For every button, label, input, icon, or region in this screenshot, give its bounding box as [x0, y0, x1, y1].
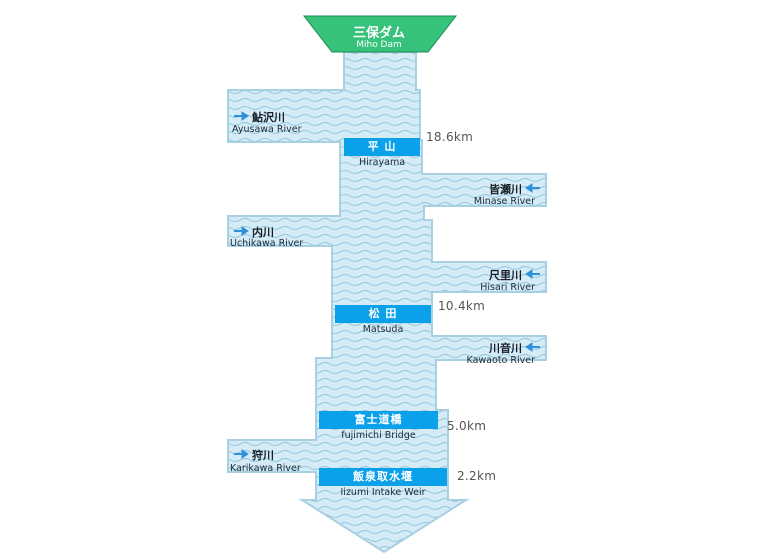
- tributary-karikawa-jp: 狩川: [252, 449, 274, 462]
- arrow-icon: [525, 342, 540, 352]
- arrow-icon: [525, 183, 540, 193]
- tributary-uchikawa-en: Uchikawa River: [230, 238, 304, 249]
- arrow-icon: [525, 269, 540, 279]
- tributary-minase-en: Minase River: [473, 196, 535, 207]
- tributary-minase-jp: 皆瀬川: [489, 183, 522, 196]
- distance-matsuda: 10.4km: [438, 299, 486, 313]
- tributary-kawaoto-jp: 川音川: [489, 342, 522, 355]
- tributary-karikawa-en: Karikawa River: [230, 463, 301, 474]
- dam-shape: [302, 15, 458, 53]
- tributary-ayusawa-jp: 鮎沢川: [252, 111, 285, 124]
- dam-name-jp: 三保ダム: [352, 26, 405, 41]
- tributary-uchikawa-jp: 内川: [252, 226, 274, 239]
- arrow-icon: [234, 449, 249, 459]
- distance-iizumi: 2.2km: [457, 469, 497, 483]
- station-iizumi-en: Iizumi Intake Weir: [340, 487, 426, 498]
- arrow-icon: [234, 226, 249, 236]
- river-shape: [227, 51, 547, 554]
- distance-fujimichi: 5.0km: [447, 419, 487, 433]
- dam-name-en: Miho Dam: [356, 40, 402, 50]
- station-matsuda-en: Matsuda: [362, 324, 404, 335]
- station-matsuda-box: 松 田: [335, 305, 431, 323]
- station-hirayama-box: 平 山: [344, 138, 420, 156]
- tributary-hisari-jp: 尺里川: [489, 269, 522, 282]
- tributary-ayusawa-en: Ayusawa River: [232, 124, 302, 135]
- tributary-kawaoto-en: Kawaoto River: [466, 355, 535, 366]
- station-fujimichi-box: 富士道橋: [319, 411, 438, 429]
- station-fujimichi-en: fujimichi Bridge: [341, 430, 416, 441]
- station-iizumi-box: 飯泉取水堰: [319, 468, 447, 486]
- arrow-icon: [234, 111, 249, 121]
- tributary-hisari-en: Hisari River: [480, 282, 535, 293]
- station-hirayama-en: Hirayama: [358, 157, 406, 168]
- distance-hirayama: 18.6km: [426, 130, 474, 144]
